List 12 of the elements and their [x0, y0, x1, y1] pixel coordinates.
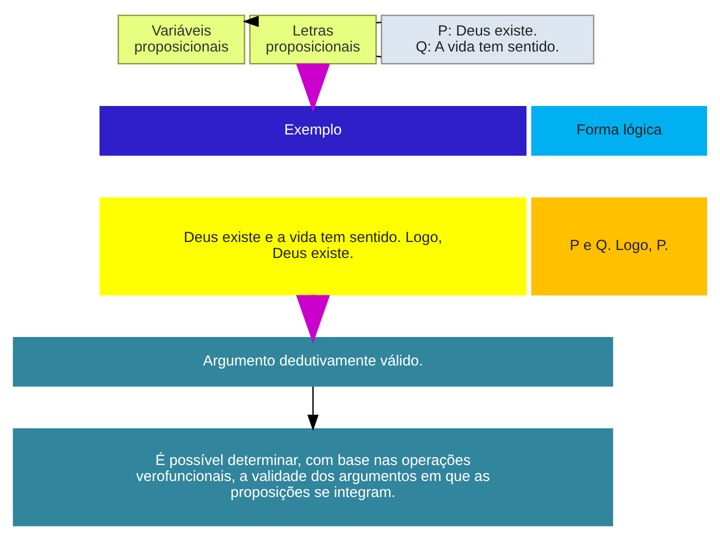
node-box: P: Deus existe. Q: A vida tem sentido. [380, 14, 594, 64]
node-box: É possível determinar, com base nas operações verofuncionais, a validade dos argumentos em que as proposições se integram. [12, 428, 614, 526]
node-box: Argumento dedutivamente válido. [12, 336, 614, 386]
connector [376, 55, 382, 57]
connector [376, 21, 382, 23]
node-box: Variáveis proposicionais [118, 14, 246, 64]
arrow [307, 386, 319, 430]
node-box: Exemplo [100, 106, 526, 156]
node-box: Deus existe e a vida tem sentido. Logo, Deus existe. [100, 196, 526, 295]
node-box: Forma lógica [531, 106, 708, 156]
arrow [242, 15, 259, 27]
node-box: P e Q. Logo, P. [531, 196, 708, 295]
